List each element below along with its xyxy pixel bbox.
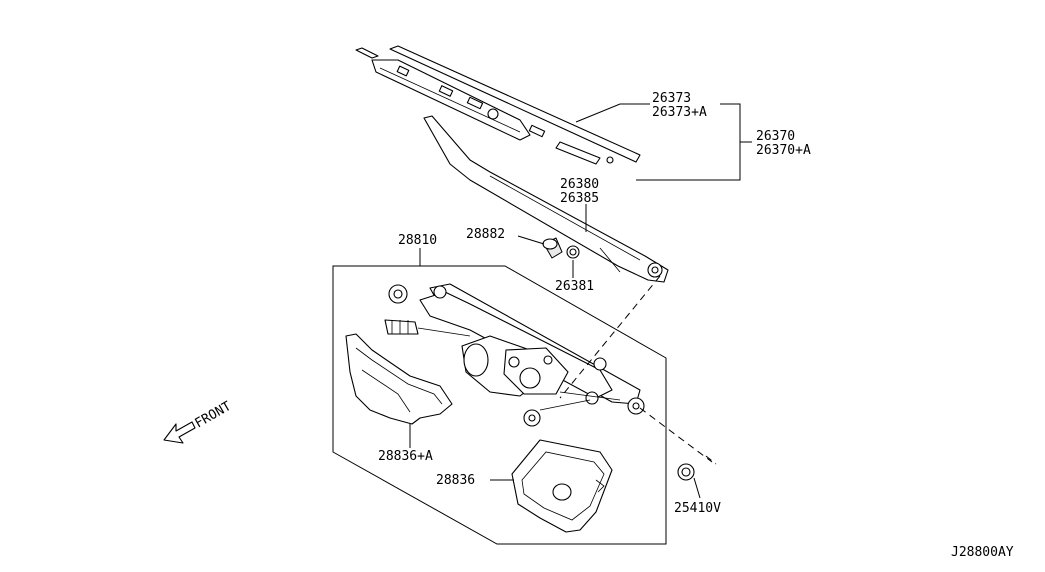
label-26385: 26385 bbox=[560, 191, 599, 206]
dashed-line-arm bbox=[559, 275, 661, 399]
front-label: FRONT bbox=[193, 399, 235, 432]
wiper-blade[interactable] bbox=[355, 45, 641, 165]
label-26370a: 26370+A bbox=[756, 143, 811, 158]
wiper-linkage-motor[interactable] bbox=[384, 283, 645, 427]
label-28882: 28882 bbox=[466, 227, 505, 242]
cover-left[interactable] bbox=[345, 333, 453, 425]
wiper-arm[interactable] bbox=[423, 115, 669, 283]
label-25410v: 25410V bbox=[674, 501, 721, 516]
label-26373: 26373 bbox=[652, 91, 691, 106]
label-28836: 28836 bbox=[436, 473, 475, 488]
arm-nut[interactable] bbox=[566, 245, 580, 259]
label-26380: 26380 bbox=[560, 177, 599, 192]
leader-lines bbox=[409, 103, 752, 499]
label-28810: 28810 bbox=[398, 233, 437, 248]
label-26370: 26370 bbox=[756, 129, 795, 144]
label-26373a: 26373+A bbox=[652, 105, 707, 120]
dashed-line-nut bbox=[639, 407, 717, 465]
label-28836a: 28836+A bbox=[378, 449, 433, 464]
diagram-code: J28800AY bbox=[951, 545, 1014, 560]
cover-right[interactable] bbox=[511, 439, 613, 533]
label-26381: 26381 bbox=[555, 279, 594, 294]
arm-cap[interactable] bbox=[542, 237, 563, 259]
motor-nut[interactable] bbox=[677, 463, 695, 481]
assembly-box bbox=[332, 265, 667, 545]
front-arrow: FRONT bbox=[163, 399, 235, 444]
part-labels: 26373 26373+A 26370 26370+A 26380 26385 … bbox=[378, 91, 811, 516]
